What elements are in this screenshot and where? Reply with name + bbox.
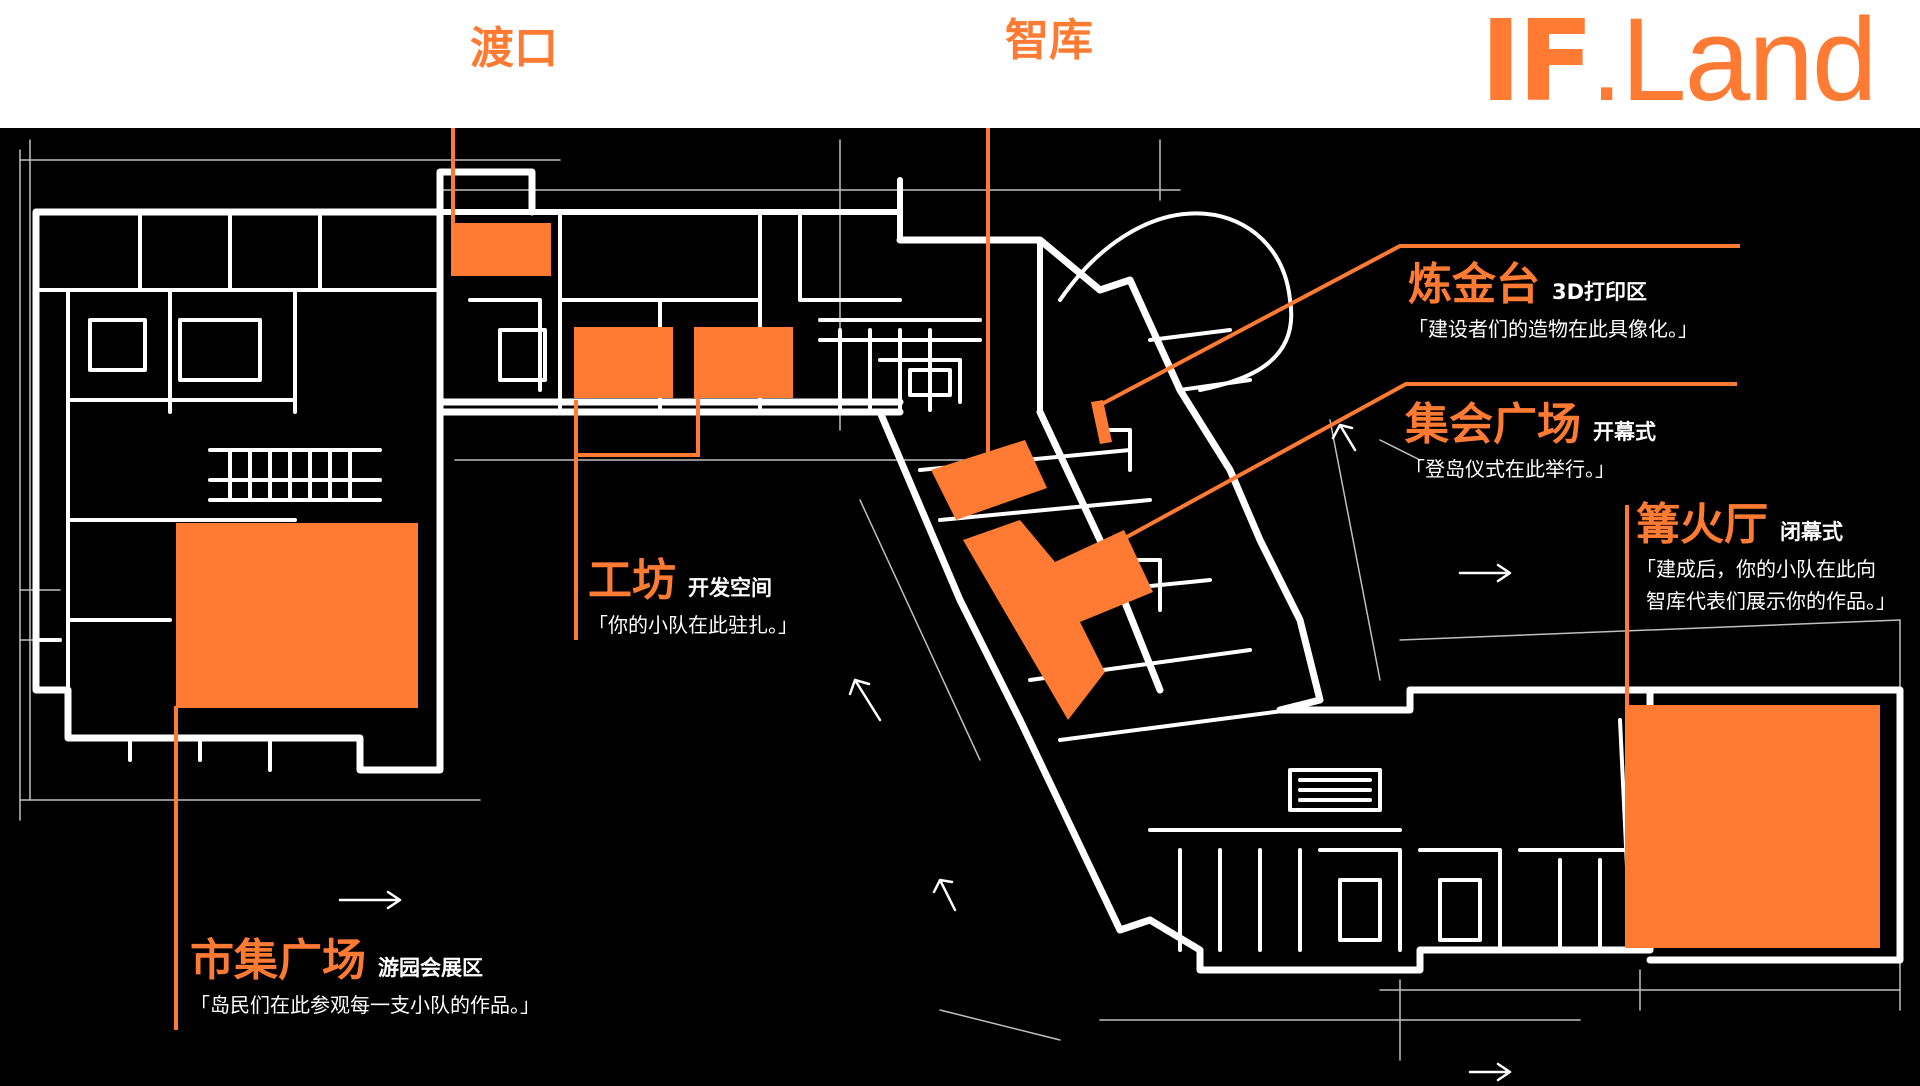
label-ferry: 渡口: [470, 23, 558, 74]
workshop-subtitle: 开发空间: [688, 576, 772, 600]
zone-market: [176, 523, 418, 708]
assembly-title: 集会广场: [1405, 399, 1581, 450]
bonfire-title: 篝火厅: [1636, 499, 1768, 550]
label-assembly: 集会广场开幕式 「登岛仪式在此举行。」: [1405, 398, 1656, 486]
leader-lines: [174, 128, 1740, 1030]
alchemy-description: 「建设者们的造物在此具像化。」: [1408, 317, 1698, 341]
header-bar: [0, 0, 1920, 128]
zone-alchemy: [1091, 400, 1112, 444]
label-bonfire: 篝火厅闭幕式 「建成后，你的小队在此向 智库代表们展示你的作品。」: [1636, 498, 1896, 616]
workshop-description: 「你的小队在此驻扎。」: [588, 613, 798, 637]
label-alchemy: 炼金台 3D打印区 「建设者们的造物在此具像化。」: [1408, 258, 1698, 346]
floor-plan-area: [0, 128, 1920, 1086]
market-subtitle: 游园会展区: [378, 956, 483, 980]
leader-workshop-b: [576, 398, 700, 457]
alchemy-title: 炼金台: [1408, 259, 1540, 310]
market-title: 市集广场: [190, 935, 366, 986]
assembly-description: 「登岛仪式在此举行。」: [1405, 457, 1615, 481]
logo-land: .Land: [1590, 0, 1877, 126]
bonfire-description-line2: 智库代表们展示你的作品。」: [1646, 589, 1896, 613]
market-description: 「岛民们在此参观每一支小队的作品。」: [190, 993, 540, 1017]
zone-thinktank: [931, 440, 1047, 520]
zone-workshop-a: [574, 327, 673, 398]
logo-if: IF: [1480, 0, 1594, 127]
zone-assembly: [963, 520, 1153, 720]
alchemy-subtitle: 3D打印区: [1552, 280, 1648, 304]
zone-ferry: [451, 223, 551, 276]
bonfire-subtitle: 闭幕式: [1780, 520, 1843, 544]
assembly-subtitle: 开幕式: [1593, 420, 1656, 444]
zone-blocks: [176, 223, 1880, 948]
bonfire-description-line1: 「建成后，你的小队在此向: [1636, 557, 1876, 581]
label-market: 市集广场游园会展区 「岛民们在此参观每一支小队的作品。」: [190, 934, 540, 1022]
brand-logo: IF.Land: [1480, 0, 1877, 122]
zone-bonfire: [1625, 705, 1880, 948]
architectural-sketch-lines: [19, 139, 1904, 1082]
leader-assembly: [1124, 382, 1737, 540]
zone-workshop-b: [694, 327, 793, 398]
label-workshop: 工坊开发空间 「你的小队在此驻扎。」: [588, 554, 798, 642]
leader-alchemy: [1099, 244, 1740, 407]
workshop-title: 工坊: [588, 555, 676, 606]
label-thinktank: 智库: [1005, 15, 1093, 66]
floor-plan-sketch: [19, 128, 1904, 1082]
